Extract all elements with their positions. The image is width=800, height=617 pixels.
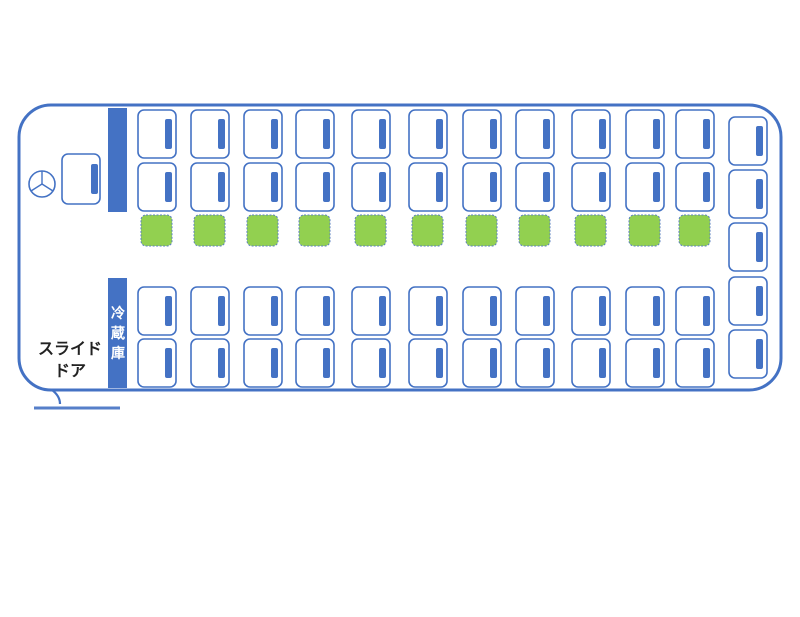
- rear-seat: [728, 116, 768, 166]
- refrigerator-label-3: 庫: [111, 345, 125, 362]
- aux-seat: [411, 214, 444, 247]
- passenger-seat: [675, 162, 715, 212]
- passenger-seat: [675, 338, 715, 388]
- driver-seat: [61, 153, 101, 205]
- bus-body-outline: [17, 103, 783, 392]
- passenger-seat: [190, 286, 230, 336]
- passenger-seat: [515, 286, 555, 336]
- passenger-seat: [190, 338, 230, 388]
- passenger-seat: [462, 109, 502, 159]
- passenger-seat: [462, 162, 502, 212]
- refrigerator-label-1: 冷: [111, 305, 125, 322]
- passenger-seat: [190, 109, 230, 159]
- passenger-seat: [408, 338, 448, 388]
- aux-seat: [298, 214, 331, 247]
- passenger-seat: [351, 286, 391, 336]
- refrigerator-block: [108, 278, 127, 388]
- passenger-seat: [408, 286, 448, 336]
- passenger-seat: [675, 286, 715, 336]
- aux-seat: [678, 214, 711, 247]
- passenger-seat: [625, 109, 665, 159]
- passenger-seat: [190, 162, 230, 212]
- passenger-seat: [295, 286, 335, 336]
- aux-seat: [140, 214, 173, 247]
- driver-partition: [108, 108, 127, 212]
- passenger-seat: [462, 286, 502, 336]
- passenger-seat: [351, 338, 391, 388]
- aux-seat: [354, 214, 387, 247]
- passenger-seat: [625, 338, 665, 388]
- passenger-seat: [243, 162, 283, 212]
- passenger-seat: [515, 109, 555, 159]
- slide-door-marker: [34, 389, 120, 410]
- refrigerator-label-2: 蔵: [111, 325, 125, 342]
- passenger-seat: [295, 162, 335, 212]
- passenger-seat: [408, 162, 448, 212]
- passenger-seat: [625, 162, 665, 212]
- aux-seat: [574, 214, 607, 247]
- rear-seat: [728, 222, 768, 272]
- aux-seat: [518, 214, 551, 247]
- passenger-seat: [571, 109, 611, 159]
- rear-seat: [728, 169, 768, 219]
- steering-wheel-icon: [28, 170, 56, 198]
- passenger-seat: [137, 109, 177, 159]
- passenger-seat: [675, 109, 715, 159]
- passenger-seat: [295, 109, 335, 159]
- seats-layer: [137, 109, 768, 388]
- passenger-seat: [243, 338, 283, 388]
- aux-seat: [246, 214, 279, 247]
- passenger-seat: [295, 338, 335, 388]
- passenger-seat: [137, 162, 177, 212]
- passenger-seat: [571, 338, 611, 388]
- passenger-seat: [351, 162, 391, 212]
- slide-door-label-line2: ドア: [54, 361, 86, 380]
- passenger-seat: [515, 338, 555, 388]
- passenger-seat: [351, 109, 391, 159]
- slide-door-label-line1: スライド: [38, 339, 102, 358]
- passenger-seat: [515, 162, 555, 212]
- rear-seat: [728, 329, 768, 379]
- passenger-seat: [625, 286, 665, 336]
- passenger-seat: [571, 162, 611, 212]
- passenger-seat: [243, 286, 283, 336]
- passenger-seat: [571, 286, 611, 336]
- aux-seat: [465, 214, 498, 247]
- passenger-seat: [462, 338, 502, 388]
- rear-seat: [728, 276, 768, 326]
- passenger-seat: [137, 338, 177, 388]
- aux-seat: [628, 214, 661, 247]
- passenger-seat: [137, 286, 177, 336]
- passenger-seat: [408, 109, 448, 159]
- passenger-seat: [243, 109, 283, 159]
- aux-seat: [193, 214, 226, 247]
